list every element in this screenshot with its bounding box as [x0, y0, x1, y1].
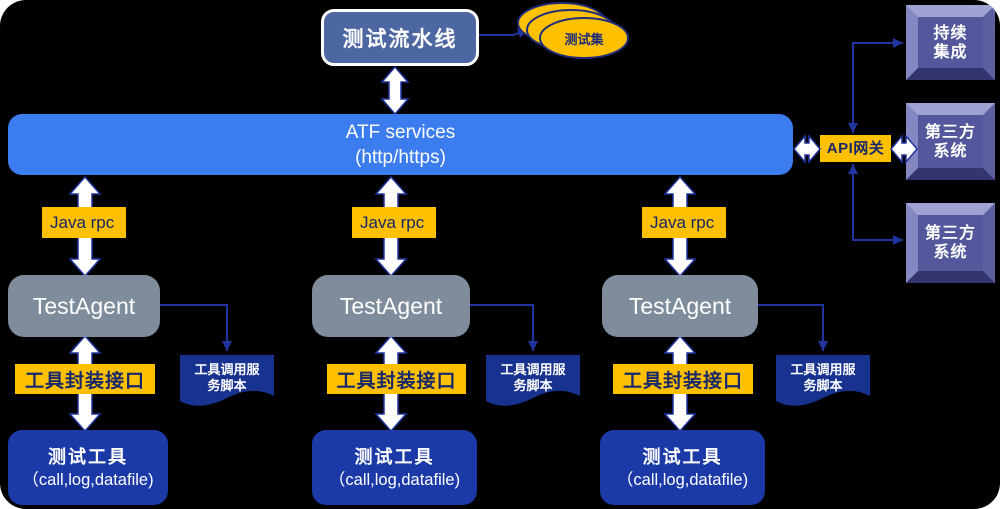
- agent-to-script-connector-1: [160, 304, 232, 351]
- test-tool-node-1: 测试工具 （call,log,datafile): [8, 430, 168, 505]
- tool-interface-label-3: 工具封装接口: [613, 364, 753, 394]
- test-agent-node-1: TestAgent: [8, 275, 160, 337]
- thirdparty2-line2: 系统: [933, 244, 968, 261]
- arrow-pipeline-atf: [380, 65, 410, 116]
- thirdparty-system-node-2: 第三方 系统: [906, 203, 995, 283]
- java-rpc-label-3: Java rpc: [642, 207, 726, 238]
- ci-system-node: 持续 集成: [906, 5, 995, 80]
- java-rpc-label-1: Java rpc: [42, 207, 126, 238]
- test-tool-node-2: 测试工具 （call,log,datafile): [312, 430, 477, 505]
- test-tool-subtitle-3: （call,log,datafile): [616, 470, 749, 489]
- test-tool-subtitle-2: （call,log,datafile): [328, 470, 461, 489]
- script-doc-line1-1: 工具调用服: [194, 362, 260, 377]
- script-doc-line1-3: 工具调用服: [790, 362, 856, 377]
- dataset-label: 测试集: [564, 31, 604, 47]
- pipeline-label: 测试流水线: [342, 27, 458, 51]
- script-doc-line2-3: 务脚本: [803, 378, 843, 393]
- test-tool-title-1: 测试工具: [48, 446, 128, 467]
- agent-to-script-connector-3: [758, 304, 828, 351]
- pipeline-node: 测试流水线: [321, 9, 479, 66]
- ci-system-line2: 集成: [933, 43, 968, 61]
- script-doc-line2-1: 务脚本: [207, 378, 247, 393]
- ci-system-line1: 持续: [933, 24, 968, 42]
- script-doc-line2-2: 务脚本: [513, 378, 553, 393]
- pipeline-to-dataset-connector: [479, 28, 529, 38]
- thirdparty-system-node-1: 第三方 系统: [906, 103, 995, 180]
- atf-services-line2: (http/https): [355, 146, 446, 168]
- atf-services-banner: ATF services (http/https): [8, 114, 793, 175]
- api-gateway-node: API网关: [820, 135, 891, 162]
- arrow-atf-gateway: [793, 133, 821, 165]
- test-agent-node-3: TestAgent: [602, 275, 758, 337]
- test-agent-node-2: TestAgent: [312, 275, 470, 337]
- thirdparty1-line2: 系统: [933, 142, 968, 160]
- script-doc-text-3: 工具调用服 务脚本: [776, 362, 870, 394]
- thirdparty2-line1: 第三方: [924, 225, 976, 242]
- atf-services-line1: ATF services: [345, 121, 456, 143]
- script-doc-text-2: 工具调用服 务脚本: [486, 362, 580, 394]
- script-doc-line1-2: 工具调用服: [500, 362, 566, 377]
- gateway-to-thirdparty-connector: [848, 164, 903, 245]
- tool-interface-label-2: 工具封装接口: [327, 364, 466, 394]
- thirdparty1-line1: 第三方: [924, 123, 976, 141]
- test-tool-subtitle-1: （call,log,datafile): [22, 470, 154, 489]
- java-rpc-label-2: Java rpc: [352, 207, 436, 238]
- gateway-to-ci-connector: [848, 38, 903, 133]
- test-tool-title-3: 测试工具: [642, 446, 723, 467]
- test-tool-title-2: 测试工具: [354, 446, 435, 467]
- script-doc-text-1: 工具调用服 务脚本: [180, 362, 274, 394]
- tool-interface-label-1: 工具封装接口: [15, 364, 155, 394]
- agent-to-script-connector-2: [470, 304, 538, 351]
- test-tool-node-3: 测试工具 （call,log,datafile): [600, 430, 765, 505]
